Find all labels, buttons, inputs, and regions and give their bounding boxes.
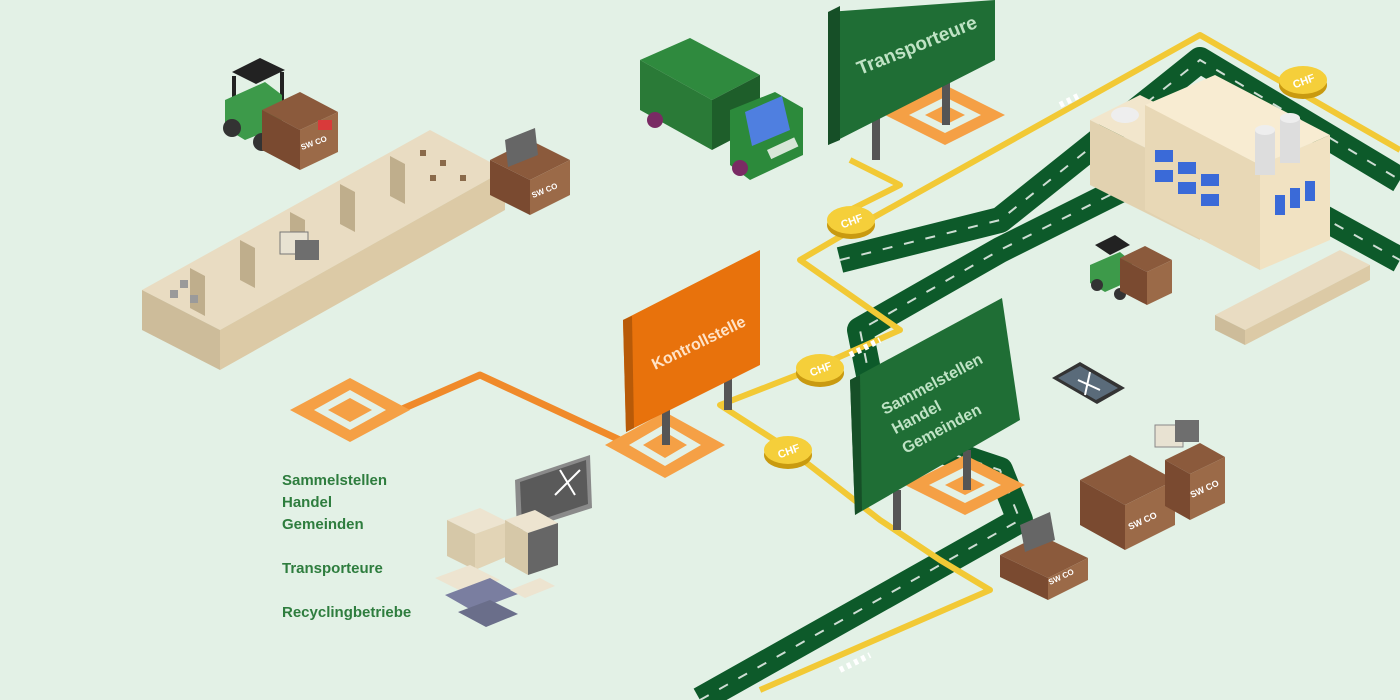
chf-coin-icon: CHF xyxy=(1279,66,1327,99)
factory-icon xyxy=(1090,75,1330,270)
chf-coin-icon: CHF xyxy=(796,354,844,387)
coins: CHF CHF CHF CHF xyxy=(764,66,1327,469)
legend-item-recyclingbetriebe[interactable]: Recyclingbetriebe xyxy=(282,604,412,621)
factory-bins xyxy=(1215,250,1370,345)
money-paths xyxy=(717,32,1400,693)
legend-item-gemeinden[interactable]: Gemeinden xyxy=(282,516,364,533)
sign-sammelstellen: Sammelstellen Handel Gemeinden xyxy=(850,298,1020,530)
legend: Sammelstellen Handel Gemeinden Transport… xyxy=(282,470,411,646)
sign-kontrollstelle: Kontrollstelle xyxy=(623,250,760,445)
sorting-bins xyxy=(142,130,505,370)
legend-item-handel[interactable]: Handel xyxy=(282,494,333,511)
forklift-icon xyxy=(1090,235,1172,305)
tablet-icon xyxy=(1052,362,1125,404)
computers-pile xyxy=(435,455,592,627)
forklift-icon: SW CO xyxy=(223,58,338,170)
chf-coin-icon: CHF xyxy=(827,206,875,239)
crates-right: SW CO SW CO SW CO xyxy=(1000,420,1225,600)
truck-icon xyxy=(640,38,803,180)
legend-item-transporteure[interactable]: Transporteure xyxy=(282,560,383,577)
legend-item-sammelstellen[interactable]: Sammelstellen xyxy=(282,472,388,489)
chf-coin-icon: CHF xyxy=(764,436,812,469)
monitor-crate: SW CO xyxy=(490,128,570,215)
legend-group-sammelstellen: Sammelstellen Handel Gemeinden xyxy=(282,470,411,536)
sign-transporteure: Transporteure xyxy=(828,0,995,160)
legend-group-transporteure: Transporteure xyxy=(282,558,411,580)
legend-group-recyclingbetriebe: Recyclingbetriebe xyxy=(282,602,411,624)
